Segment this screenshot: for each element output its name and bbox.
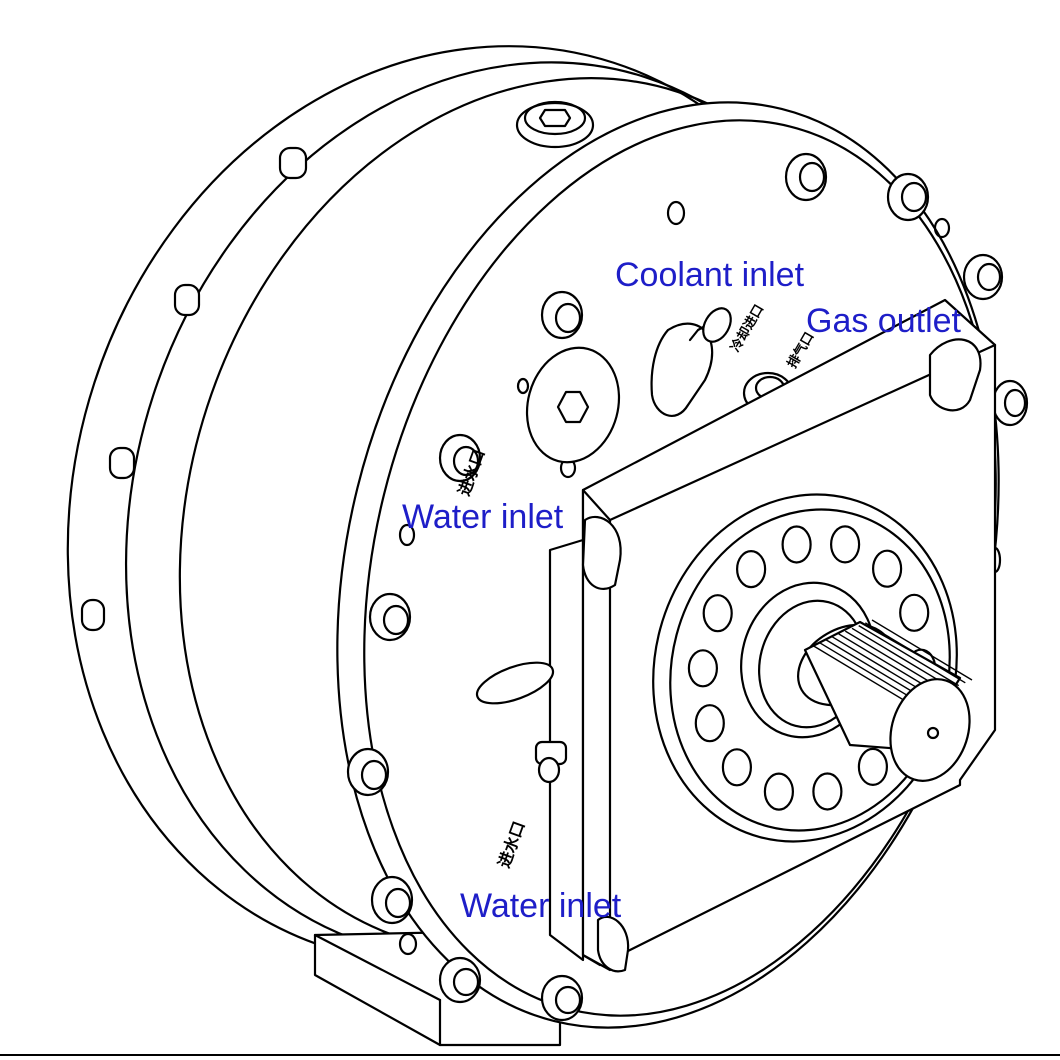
spline-tooth <box>858 624 960 687</box>
cover-bolt <box>886 172 930 222</box>
rim-bolt <box>173 283 201 317</box>
flange-bolt-hole <box>694 704 725 743</box>
fill-plug <box>515 100 595 149</box>
rim-bolt <box>278 146 308 180</box>
spline-teeth <box>811 619 973 706</box>
label-water-inlet-upper: Water inlet <box>402 498 564 536</box>
spline-tooth <box>818 641 920 703</box>
flange-bolt-hole <box>781 525 812 564</box>
flange-bolt-hole <box>871 549 903 588</box>
cover-bolt <box>438 956 482 1004</box>
flange-bolt-hole <box>735 549 767 589</box>
splined-shaft <box>797 619 973 782</box>
spline-tooth <box>871 619 973 681</box>
flange-bolt-hole <box>763 772 795 811</box>
rim-bolt <box>108 446 136 480</box>
cover-bolt <box>784 152 828 202</box>
cover-holes <box>398 200 1002 956</box>
flange-bolt-hole <box>812 772 843 811</box>
cover-bolt <box>346 747 390 797</box>
coolant-port <box>650 307 732 417</box>
label-coolant-inlet: Coolant inlet <box>615 256 805 294</box>
cover-bolt <box>540 290 584 340</box>
cover-bolt <box>438 433 482 483</box>
flange-bolt-hole <box>702 594 733 633</box>
spline-tooth <box>811 644 913 706</box>
cover-bolt <box>962 253 1004 301</box>
cover-bolt <box>540 974 584 1022</box>
flange-bolt-hole <box>899 593 930 632</box>
label-gas-outlet: Gas outlet <box>806 302 961 340</box>
cover-bolts <box>346 152 1029 1022</box>
flange-bolt-hole <box>687 649 719 688</box>
flange-bolt-hole <box>721 748 753 787</box>
drain-plug <box>525 346 621 464</box>
spline-tooth <box>824 638 926 701</box>
rim-bolt <box>80 598 106 632</box>
cover-bolt <box>991 379 1029 427</box>
flange-bolt-hole <box>829 525 861 564</box>
side-slot <box>475 661 555 705</box>
cover-bolt <box>368 592 412 642</box>
bottom-border-line <box>0 1054 1060 1056</box>
flange-bolt-hole <box>857 747 889 787</box>
label-water-inlet-lower: Water inlet <box>460 887 622 925</box>
grease-nipple <box>534 740 568 784</box>
cover-bolt <box>370 875 414 925</box>
spline-tooth <box>864 622 966 684</box>
